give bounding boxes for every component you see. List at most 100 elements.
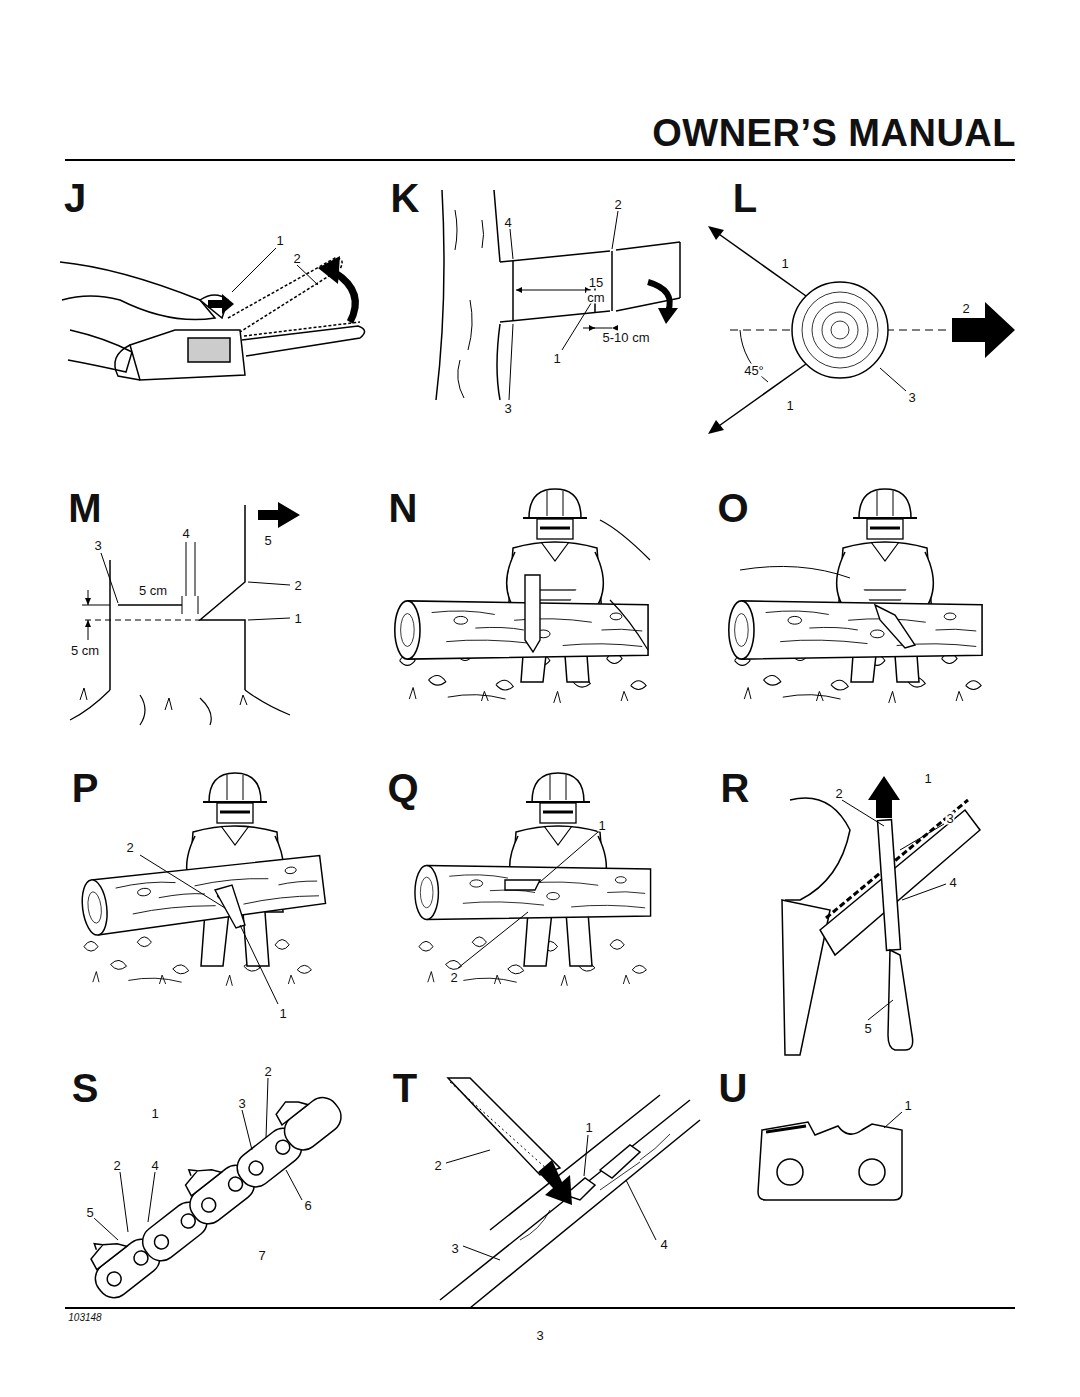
felling-notch-figure-part xyxy=(80,688,247,710)
depth-gauge-figure-part xyxy=(626,1180,656,1240)
callout-number: 6 xyxy=(303,1199,312,1212)
saw-chain-figure-part-part xyxy=(87,1234,127,1270)
chainsaw-brake-figure-part xyxy=(115,345,140,380)
felling-direction-figure-part xyxy=(952,302,1015,358)
branch-cutting-figure-part xyxy=(510,229,513,259)
cutter-link-figure-part xyxy=(777,1159,803,1185)
depth-gauge-figure-part xyxy=(600,1145,640,1178)
callout-number: 3 xyxy=(503,402,512,415)
felling-direction-figure-part xyxy=(880,368,906,391)
bucking-figures-part xyxy=(84,937,312,986)
callout-number: 2 xyxy=(961,302,970,315)
round-file-figure-part xyxy=(785,798,850,900)
figure-letter: U xyxy=(718,1068,749,1108)
round-file-figure-part xyxy=(868,776,900,818)
saw-chain-figure xyxy=(75,1074,347,1304)
callout-number: 3 xyxy=(237,1097,246,1110)
depth-gauge-figure-part xyxy=(450,1082,548,1170)
saw-chain-figure-part-part xyxy=(242,1110,252,1150)
felling-notch-figure-part xyxy=(82,605,110,606)
callout-number: 5 cm xyxy=(138,584,168,597)
callout-number: 2 xyxy=(292,252,301,265)
bucking-figures-part xyxy=(740,566,850,578)
callout-number: 1 xyxy=(785,399,794,412)
depth-gauge-figure-part xyxy=(446,1150,490,1163)
branch-cutting-figure-part xyxy=(611,251,613,311)
bucking-figures-part xyxy=(140,855,225,908)
figure-letter: N xyxy=(388,488,419,528)
callout-number: 2 xyxy=(293,579,302,592)
figure-letter: P xyxy=(71,768,100,808)
felling-notch-figure-part xyxy=(85,620,91,627)
cutter-link-figure-part xyxy=(884,1112,902,1128)
chainsaw-brake-figure-part xyxy=(242,326,365,356)
branch-cutting-figure-part xyxy=(516,290,591,291)
figure-letter: R xyxy=(720,768,751,808)
saw-chain-figure-part-part xyxy=(272,1092,308,1125)
callout-number: 1 xyxy=(597,819,606,832)
saw-chain-figure-part xyxy=(75,1074,347,1304)
bucking-figures-part xyxy=(875,605,915,648)
callout-number: 4 xyxy=(503,216,512,229)
page-rules-part xyxy=(65,159,1015,161)
saw-chain-figure-part-part xyxy=(278,1091,347,1156)
callout-number: 4 xyxy=(948,876,957,889)
round-file-figure-part xyxy=(842,800,884,826)
bucking-figures-part xyxy=(79,852,326,937)
cutter-link-figure-part xyxy=(859,1159,885,1185)
branch-cutting-figure-part xyxy=(612,211,618,249)
depth-gauge-figure-part xyxy=(584,1135,588,1176)
bucking-figures xyxy=(79,489,982,1004)
round-file-figure xyxy=(782,776,980,1055)
bucking-figures-part xyxy=(729,601,982,659)
felling-notch-figure-part xyxy=(248,618,290,620)
saw-chain-figure-part-part xyxy=(152,1232,172,1252)
page-rules-part xyxy=(65,1307,1015,1309)
document-code: 103148 xyxy=(67,1313,102,1323)
callout-number: cm xyxy=(586,291,605,304)
depth-gauge-figure-part xyxy=(520,1134,670,1240)
bucking-figures-part xyxy=(505,880,540,890)
saw-chain-figure-part-part xyxy=(182,1160,222,1196)
bucking-figures-part xyxy=(525,575,540,652)
branch-cutting-figure-part xyxy=(497,324,500,400)
felling-notch-figure-part xyxy=(182,596,183,614)
bucking-figures-part-part xyxy=(79,852,326,937)
branch-cutting-figure-part xyxy=(679,242,681,298)
callout-number: 1 xyxy=(150,1107,159,1120)
bucking-figures-part xyxy=(458,912,528,968)
callout-number: 1 xyxy=(923,772,932,785)
bucking-figures-part xyxy=(240,925,278,1004)
felling-direction-figure-part xyxy=(716,364,806,428)
callout-number: 2 xyxy=(834,787,843,800)
felling-notch-figure-part xyxy=(198,596,199,614)
chainsaw-brake-figure-part xyxy=(232,248,276,292)
callout-number: 1 xyxy=(780,257,789,270)
branch-cutting-figure-part xyxy=(494,190,500,262)
felling-direction-figure-part xyxy=(802,292,878,368)
callout-number: 1 xyxy=(584,1121,593,1134)
callout-number: 3 xyxy=(450,1242,459,1255)
round-file-figure-part xyxy=(868,1000,893,1020)
callout-number: 45° xyxy=(743,364,765,377)
felling-direction-figure-part xyxy=(740,330,768,382)
branch-cutting-figure-part xyxy=(455,210,484,398)
bucking-figures-part xyxy=(540,832,598,882)
saw-chain-figure-part-part xyxy=(93,1240,103,1250)
felling-direction-figure-part xyxy=(792,282,888,378)
figure-letter: O xyxy=(716,488,749,528)
felling-notch-figure-part xyxy=(85,620,200,621)
saw-chain-figure-part-part xyxy=(94,1218,118,1240)
depth-gauge-figure-part xyxy=(448,1078,560,1175)
callout-number: 15 xyxy=(588,276,604,289)
depth-gauge-figure-part xyxy=(463,1246,500,1260)
bucking-figures-part xyxy=(415,865,651,919)
branch-cutting-figure-part xyxy=(512,261,514,321)
callout-number: 1 xyxy=(275,234,284,247)
saw-chain-figure-part-part xyxy=(246,1158,266,1178)
felling-direction-figure-part xyxy=(831,321,849,339)
callout-number: 2 xyxy=(125,841,134,854)
branch-cutting-figure-part xyxy=(589,325,595,331)
